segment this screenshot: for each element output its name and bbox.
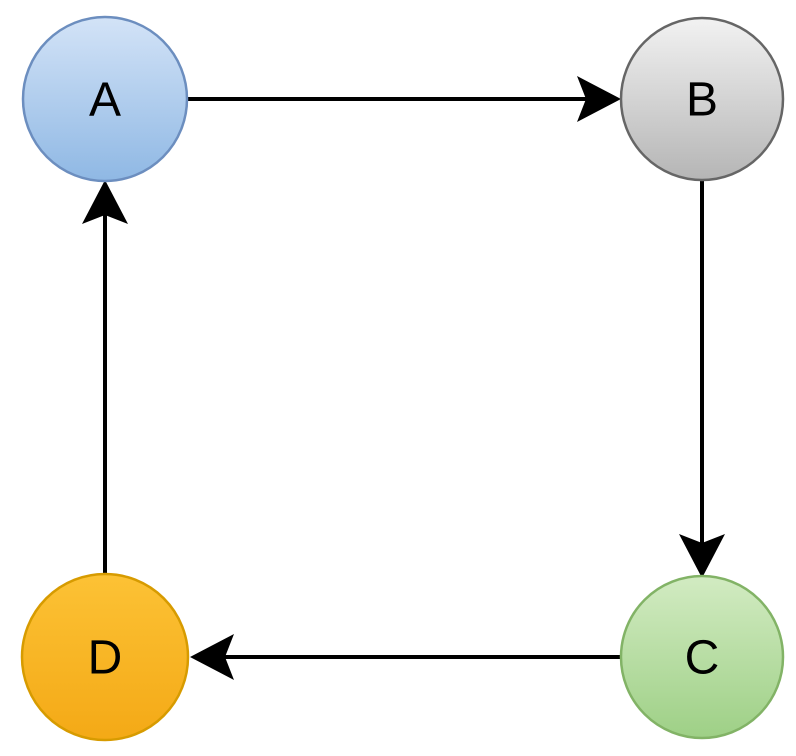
edge-c-to-d[interactable] xyxy=(190,634,620,680)
node-d[interactable]: D xyxy=(20,572,190,742)
edge-a-to-b[interactable] xyxy=(188,76,621,122)
node-c-circle[interactable] xyxy=(619,574,785,740)
node-a-label: A xyxy=(89,74,121,127)
node-a[interactable]: A xyxy=(21,15,189,183)
node-d-circle[interactable] xyxy=(20,572,190,742)
node-b-label: B xyxy=(686,74,718,127)
arrowhead-d-to-a xyxy=(82,180,128,224)
node-c[interactable]: C xyxy=(619,574,785,740)
node-b[interactable]: B xyxy=(619,16,785,182)
edge-b-to-c[interactable] xyxy=(679,180,725,578)
edge-d-to-a[interactable] xyxy=(82,180,128,575)
node-d-label: D xyxy=(88,632,123,685)
node-c-label: C xyxy=(685,632,720,685)
node-a-circle[interactable] xyxy=(21,15,189,183)
arrowhead-a-to-b xyxy=(577,76,621,122)
arrowhead-c-to-d xyxy=(190,634,234,680)
arrowhead-b-to-c xyxy=(679,534,725,578)
node-b-circle[interactable] xyxy=(619,16,785,182)
